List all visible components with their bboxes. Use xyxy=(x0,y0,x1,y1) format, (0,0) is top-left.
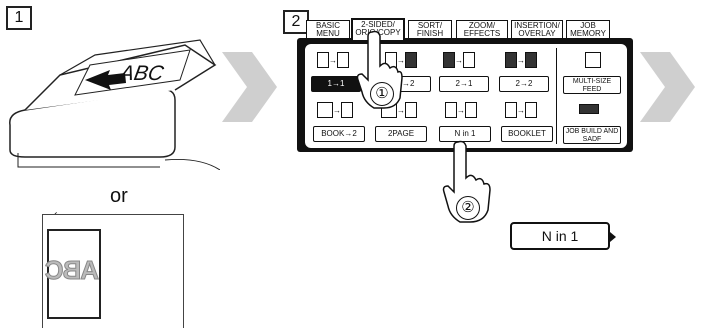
multi-size-feed-button[interactable]: MULTI-SIZE FEED xyxy=(563,76,621,94)
tab-sort-finish[interactable]: SORT/ FINISH xyxy=(408,20,452,38)
job-build-icon xyxy=(575,102,605,120)
btn-label: JOB BUILD AND SADF xyxy=(565,128,619,143)
book-icon: → xyxy=(317,102,353,120)
btn-label: MULTI-SIZE FEED xyxy=(572,78,612,93)
n-in-1-button[interactable]: N in 1 xyxy=(439,126,491,142)
or-label: or xyxy=(110,185,128,207)
2to2-icon: → xyxy=(505,52,537,70)
btn-label: 2PAGE xyxy=(387,129,415,138)
book-to-2-button[interactable]: BOOK→2 xyxy=(313,126,365,142)
booklet-button[interactable]: BOOKLET xyxy=(501,126,553,142)
btn-label: 2→1 xyxy=(455,79,473,88)
1to1-button[interactable]: 1→1 xyxy=(311,76,361,92)
booklet-icon: → xyxy=(505,102,537,120)
job-build-sadf-button[interactable]: JOB BUILD AND SADF xyxy=(563,126,621,144)
step-1-badge: 1 xyxy=(6,6,32,30)
arrow-right-icon xyxy=(640,52,695,122)
arrow-right-icon xyxy=(222,52,277,122)
callout-2: ② xyxy=(456,196,480,220)
2page-icon: → xyxy=(381,102,417,120)
multisize-icon xyxy=(581,52,611,70)
glass-paper-illustration: ABC xyxy=(42,214,184,328)
tab-insertion-overlay[interactable]: INSERTION/ OVERLAY xyxy=(511,20,563,38)
btn-label: 2→2 xyxy=(515,79,533,88)
reversed-doc-label: ABC xyxy=(45,255,99,286)
btn-label: N in 1 xyxy=(454,129,476,138)
tab-label: ZOOM/ EFFECTS xyxy=(463,21,501,38)
tab-label: INSERTION/ OVERLAY xyxy=(514,21,560,38)
2to2-button[interactable]: 2→2 xyxy=(499,76,549,92)
2to1-button[interactable]: 2→1 xyxy=(439,76,489,92)
panel-inner: → → → → 1→1 1→2 2→1 2→2 → → → → BOOK→2 2… xyxy=(303,42,629,150)
2page-button[interactable]: 2PAGE xyxy=(375,126,427,142)
btn-label: BOOKLET xyxy=(508,129,546,138)
btn-label: 1→2 xyxy=(397,79,415,88)
tab-label: BASIC MENU xyxy=(315,21,340,38)
1to1-icon: → xyxy=(317,52,349,70)
2to1-icon: → xyxy=(443,52,475,70)
tab-label: JOB MEMORY xyxy=(570,21,606,38)
tab-label: SORT/ FINISH xyxy=(416,21,444,38)
document-feeder-illustration xyxy=(9,39,220,170)
callout-1: ① xyxy=(370,82,394,106)
n-in-1-large-button[interactable]: N in 1 xyxy=(510,222,616,250)
reversed-document: ABC xyxy=(45,229,101,319)
btn-label: 1→1 xyxy=(327,79,345,88)
btn-label: BOOK→2 xyxy=(321,129,357,138)
tab-basic-menu[interactable]: BASIC MENU xyxy=(306,20,350,38)
panel-body: → → → → 1→1 1→2 2→1 2→2 → → → → BOOK→2 2… xyxy=(297,38,633,152)
feeder-doc-label: ABC xyxy=(118,62,166,85)
divider xyxy=(556,48,557,144)
tab-zoom-effects[interactable]: ZOOM/ EFFECTS xyxy=(456,20,508,38)
tab-job-memory[interactable]: JOB MEMORY xyxy=(566,20,610,38)
nin1-icon: → xyxy=(445,102,477,120)
